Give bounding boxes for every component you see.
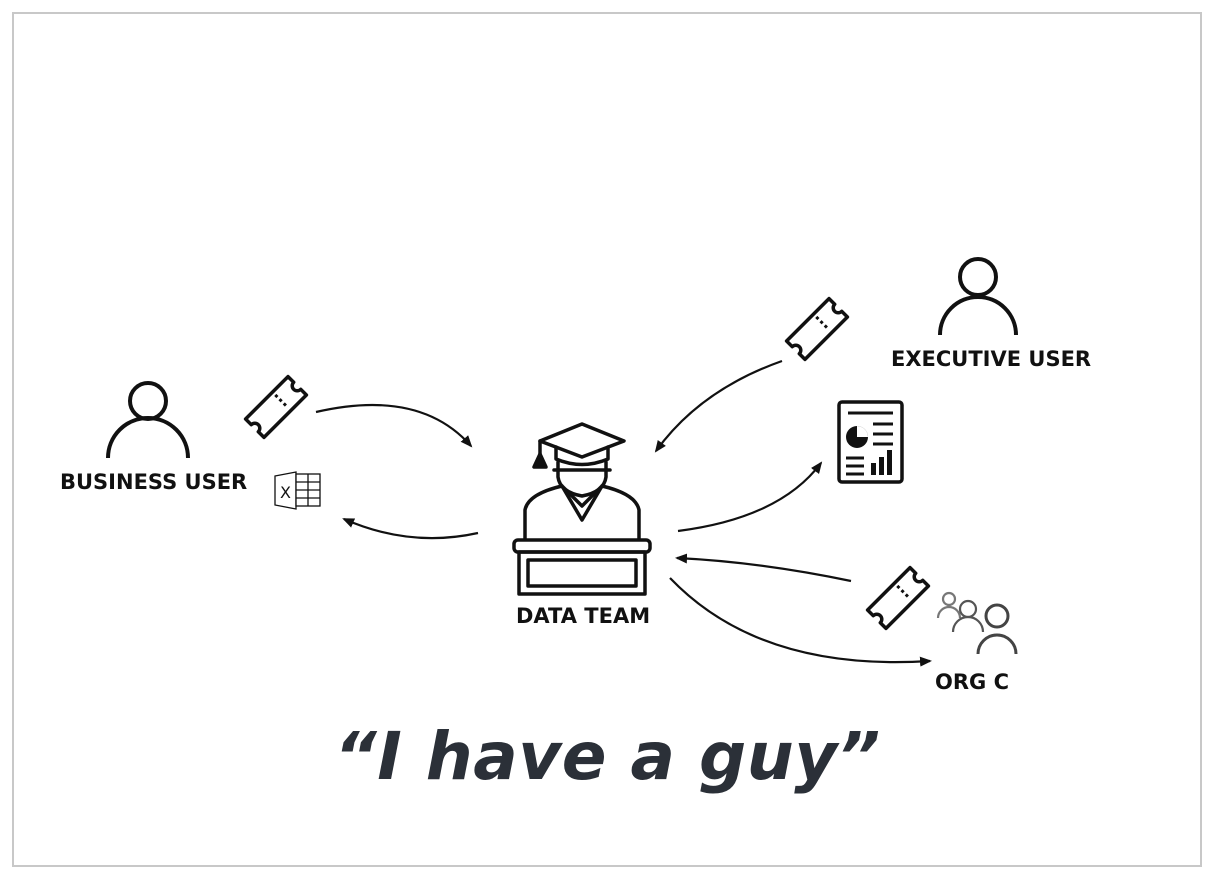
graduate-at-desk-icon	[512, 422, 652, 596]
arrow-org-c-to-data-team	[675, 553, 852, 583]
executive-user-label: EXECUTIVE USER	[891, 347, 1092, 371]
arrow-business-to-data-team	[315, 403, 473, 448]
business-user-person-icon	[106, 381, 190, 459]
slide-quote: “I have a guy”	[334, 718, 881, 795]
business-user-label: BUSINESS USER	[60, 470, 248, 494]
executive-user-ticket-icon	[784, 296, 850, 362]
arrow-data-team-to-org-c	[669, 577, 932, 667]
arrow-executive-to-data-team	[654, 359, 783, 453]
arrow-data-team-to-business	[342, 517, 479, 540]
group-icon	[936, 591, 1018, 655]
data-team-label: DATA TEAM	[516, 604, 651, 628]
report-icon	[837, 400, 904, 484]
org-c-label: ORG C	[935, 670, 1009, 694]
arrow-data-team-to-executive	[677, 461, 823, 533]
business-user-ticket-icon	[243, 374, 309, 440]
excel-icon: X	[274, 471, 321, 510]
svg-text:X: X	[280, 483, 291, 502]
executive-user-person-icon	[938, 257, 1018, 336]
org-c-ticket-icon	[865, 565, 931, 631]
